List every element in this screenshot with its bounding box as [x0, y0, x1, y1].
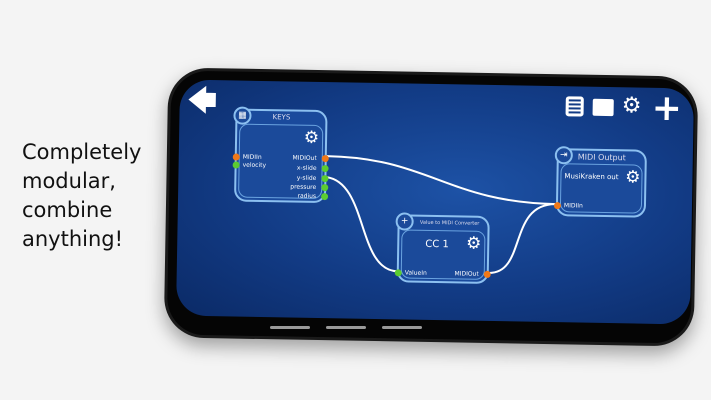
node-midi-output[interactable]: ⇥ MIDI Output MusiKraken out ⚙ MIDIIn	[553, 146, 647, 218]
wire-keys-to-output	[326, 155, 556, 206]
list-icon[interactable]	[565, 96, 584, 117]
back-arrow-icon[interactable]: 🡄	[187, 83, 217, 118]
app-screen: 🡄 ⚙ + ▦ KEYS ⚙ MIDIIn velocity MIDIOut x…	[175, 79, 695, 325]
phone-buttons	[270, 326, 422, 329]
port-midi-out[interactable]	[321, 155, 329, 163]
node-settings-icon[interactable]: ⚙	[303, 127, 320, 148]
port-radius[interactable]	[321, 193, 329, 201]
port-y-slide[interactable]	[321, 175, 329, 183]
gear-icon[interactable]: ⚙	[621, 93, 642, 119]
node-settings-icon[interactable]: ⚙	[625, 167, 641, 188]
port-value-in[interactable]	[394, 269, 402, 277]
folder-icon[interactable]	[592, 98, 614, 117]
wire-converter-to-output	[488, 203, 556, 274]
node-keys[interactable]: ▦ KEYS ⚙ MIDIIn velocity MIDIOut x-slide…	[232, 106, 329, 204]
plus-icon[interactable]: +	[651, 87, 683, 130]
connections	[326, 155, 556, 274]
tagline: Completely modular, combine anything!	[22, 140, 142, 251]
node-settings-icon[interactable]: ⚙	[465, 233, 482, 254]
port-x-slide[interactable]	[321, 165, 329, 173]
port-pressure[interactable]	[321, 184, 329, 192]
node-value-to-midi[interactable]: + Value to MIDI Converter CC 1 ⚙ ValueIn…	[394, 212, 491, 284]
port-midi-in[interactable]	[232, 153, 240, 161]
port-midi-in[interactable]	[553, 202, 562, 210]
wire-yslide-to-converter	[326, 176, 398, 273]
port-velocity[interactable]	[232, 161, 240, 169]
